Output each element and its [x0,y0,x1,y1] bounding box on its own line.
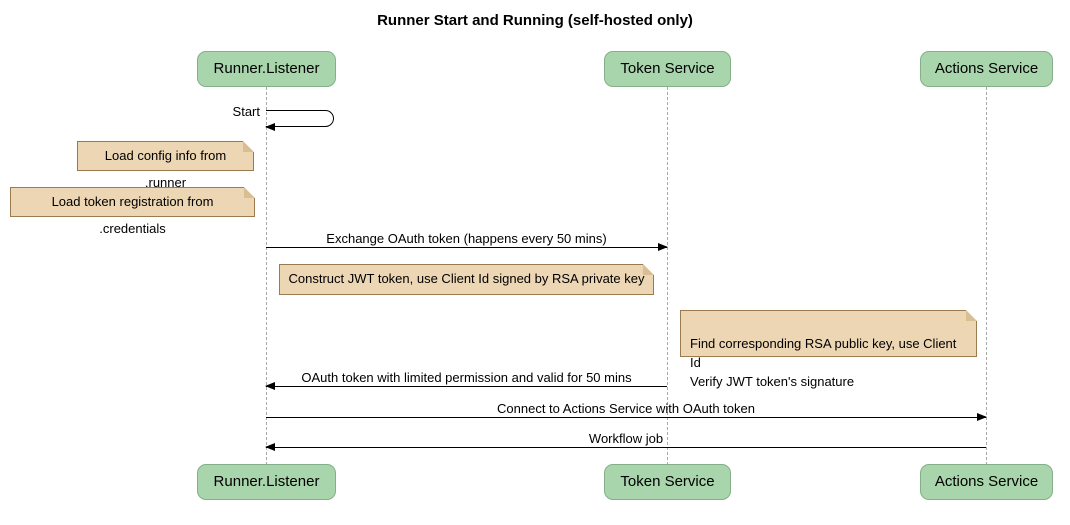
message-label: Connect to Actions Service with OAuth to… [497,401,755,416]
lifeline-runner-listener [266,87,267,465]
message-label-start: Start [232,104,260,119]
message-label: Exchange OAuth token (happens every 50 m… [326,231,607,246]
message-label: OAuth token with limited permission and … [301,370,632,385]
message-exchange-oauth-token: Exchange OAuth token (happens every 50 m… [266,231,668,251]
actor-box-actions-service-bottom: Actions Service [920,464,1053,500]
actor-box-actions-service-top: Actions Service [920,51,1053,87]
message-start-self-loop [264,110,334,132]
message-line [266,412,987,421]
lifeline-token-service [667,87,668,465]
note-text: Load token registration from .credential… [51,194,214,236]
note-construct-jwt: Construct JWT token, use Client Id signe… [279,264,654,295]
note-text: Construct JWT token, use Client Id signe… [288,271,645,286]
message-line [266,242,668,251]
actor-box-token-service-bottom: Token Service [604,464,731,500]
arrowhead-left-icon [265,442,275,451]
message-oauth-token-return: OAuth token with limited permission and … [265,370,667,390]
actor-box-token-service-top: Token Service [604,51,731,87]
note-fold-icon [643,264,654,275]
message-connect-actions-service: Connect to Actions Service with OAuth to… [266,401,987,421]
message-label: Workflow job [588,431,664,446]
arrowhead-left-icon [265,381,275,390]
note-verify-jwt: Find corresponding RSA public key, use C… [680,310,977,389]
actor-box-runner-listener-bottom: Runner.Listener [197,464,336,500]
note-load-config: Load config info from .runner [77,141,254,190]
lifeline-actions-service [986,87,987,465]
note-fold-icon [966,310,977,321]
message-line [265,381,667,390]
arrowhead-right-icon [658,242,668,251]
arrowhead-left-icon [264,123,275,132]
arrowhead-right-icon [977,412,987,421]
message-workflow-job: Workflow job [265,431,986,451]
diagram-title: Runner Start and Running (self-hosted on… [377,12,693,29]
note-text: Load config info from .runner [104,148,227,190]
note-text: Find corresponding RSA public key, use C… [690,336,957,389]
message-line [265,442,986,451]
note-load-token-registration: Load token registration from .credential… [10,187,255,236]
actor-box-runner-listener-top: Runner.Listener [197,51,336,87]
note-fold-icon [243,141,254,152]
note-fold-icon [244,187,255,198]
